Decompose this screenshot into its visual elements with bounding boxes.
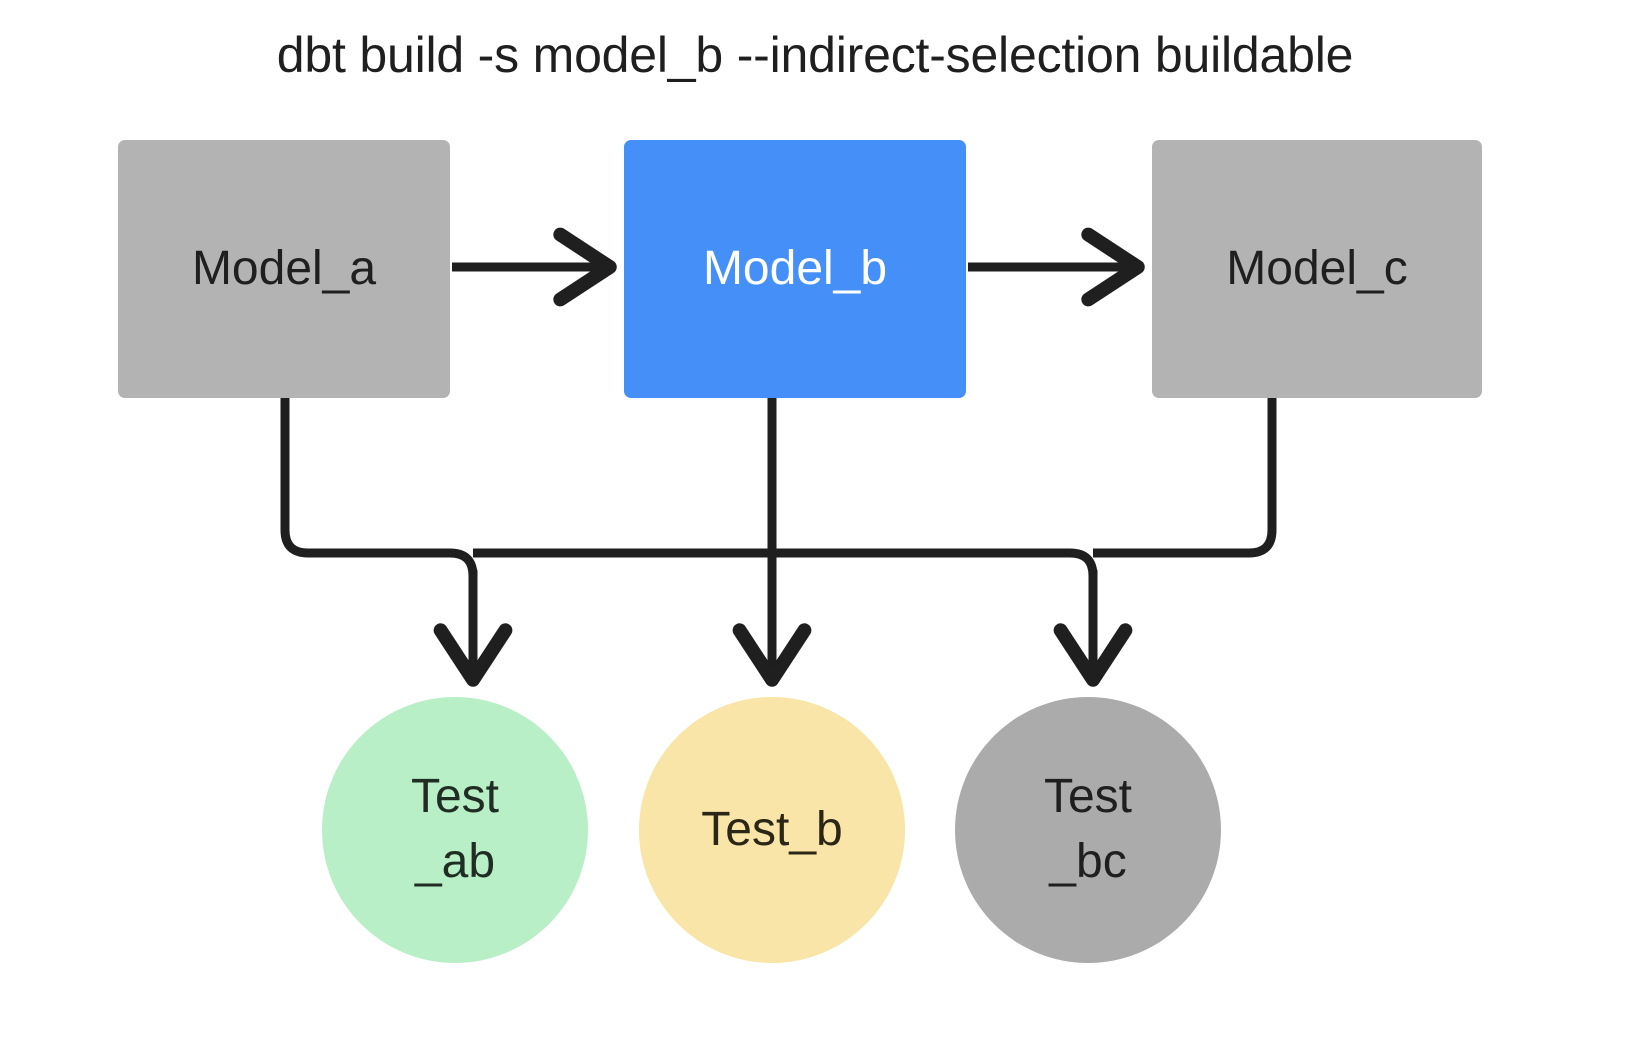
node-model-b-label: Model_b	[702, 241, 888, 295]
diagram-title: dbt build -s model_b --indirect-selectio…	[276, 27, 1354, 83]
node-test-ab-label-line1: Test	[410, 770, 500, 824]
edge-model-b-to-test-bc	[772, 548, 1098, 577]
node-model-c-label: Model_c	[1226, 241, 1408, 295]
node-model-b[interactable]: Model_b	[624, 140, 966, 398]
node-test-ab-label-line2: _ab	[414, 835, 496, 888]
node-test-bc-label-line2: _bc	[1049, 835, 1127, 888]
node-test-bc-label-line1: Test	[1043, 770, 1133, 824]
edge-model-a-to-test-ab	[280, 398, 478, 577]
node-test-b[interactable]: Test_b	[639, 697, 905, 963]
node-model-a-label: Model_a	[191, 241, 377, 295]
node-model-a[interactable]: Model_a	[118, 140, 450, 398]
node-model-c[interactable]: Model_c	[1152, 140, 1482, 398]
node-test-bc[interactable]: Test _bc	[955, 697, 1221, 963]
edge-model-c-to-test-bc	[1093, 398, 1277, 558]
node-test-ab[interactable]: Test _ab	[322, 697, 588, 963]
node-test-b-label-line1: Test_b	[701, 802, 843, 856]
